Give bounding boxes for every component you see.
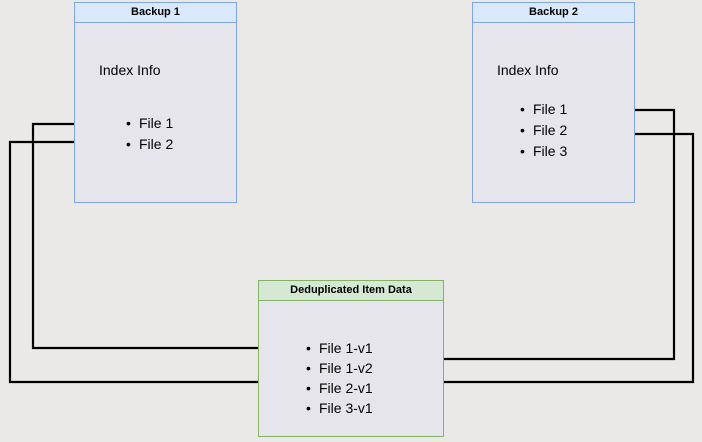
backup-1-body: Index Info File 1 File 2 [75,23,236,202]
list-item[interactable]: File 1 [126,113,173,134]
list-item[interactable]: File 3-v1 [306,398,373,418]
backup-1-box[interactable]: Backup 1 Index Info File 1 File 2 [74,2,237,203]
backup-1-title: Backup 1 [75,3,236,23]
list-item[interactable]: File 2 [520,120,567,141]
backup-1-index-info-label: Index Info [99,62,161,78]
deduplicated-item-data-body: File 1-v1 File 1-v2 File 2-v1 File 3-v1 [259,301,443,436]
list-item[interactable]: File 2-v1 [306,378,373,398]
backup-2-file-list: File 1 File 2 File 3 [520,99,567,162]
list-item[interactable]: File 3 [520,141,567,162]
backup-2-body: Index Info File 1 File 2 File 3 [473,23,634,202]
backup-1-file-list: File 1 File 2 [126,113,173,155]
deduplicated-item-data-box[interactable]: Deduplicated Item Data File 1-v1 File 1-… [258,280,444,437]
deduplicated-file-list: File 1-v1 File 1-v2 File 2-v1 File 3-v1 [306,338,373,418]
backup-2-box[interactable]: Backup 2 Index Info File 1 File 2 File 3 [472,2,635,203]
deduplicated-item-data-title: Deduplicated Item Data [259,281,443,301]
list-item[interactable]: File 2 [126,134,173,155]
list-item[interactable]: File 1-v2 [306,358,373,378]
backup-2-title: Backup 2 [473,3,634,23]
list-item[interactable]: File 1 [520,99,567,120]
list-item[interactable]: File 1-v1 [306,338,373,358]
backup-2-index-info-label: Index Info [497,62,559,78]
